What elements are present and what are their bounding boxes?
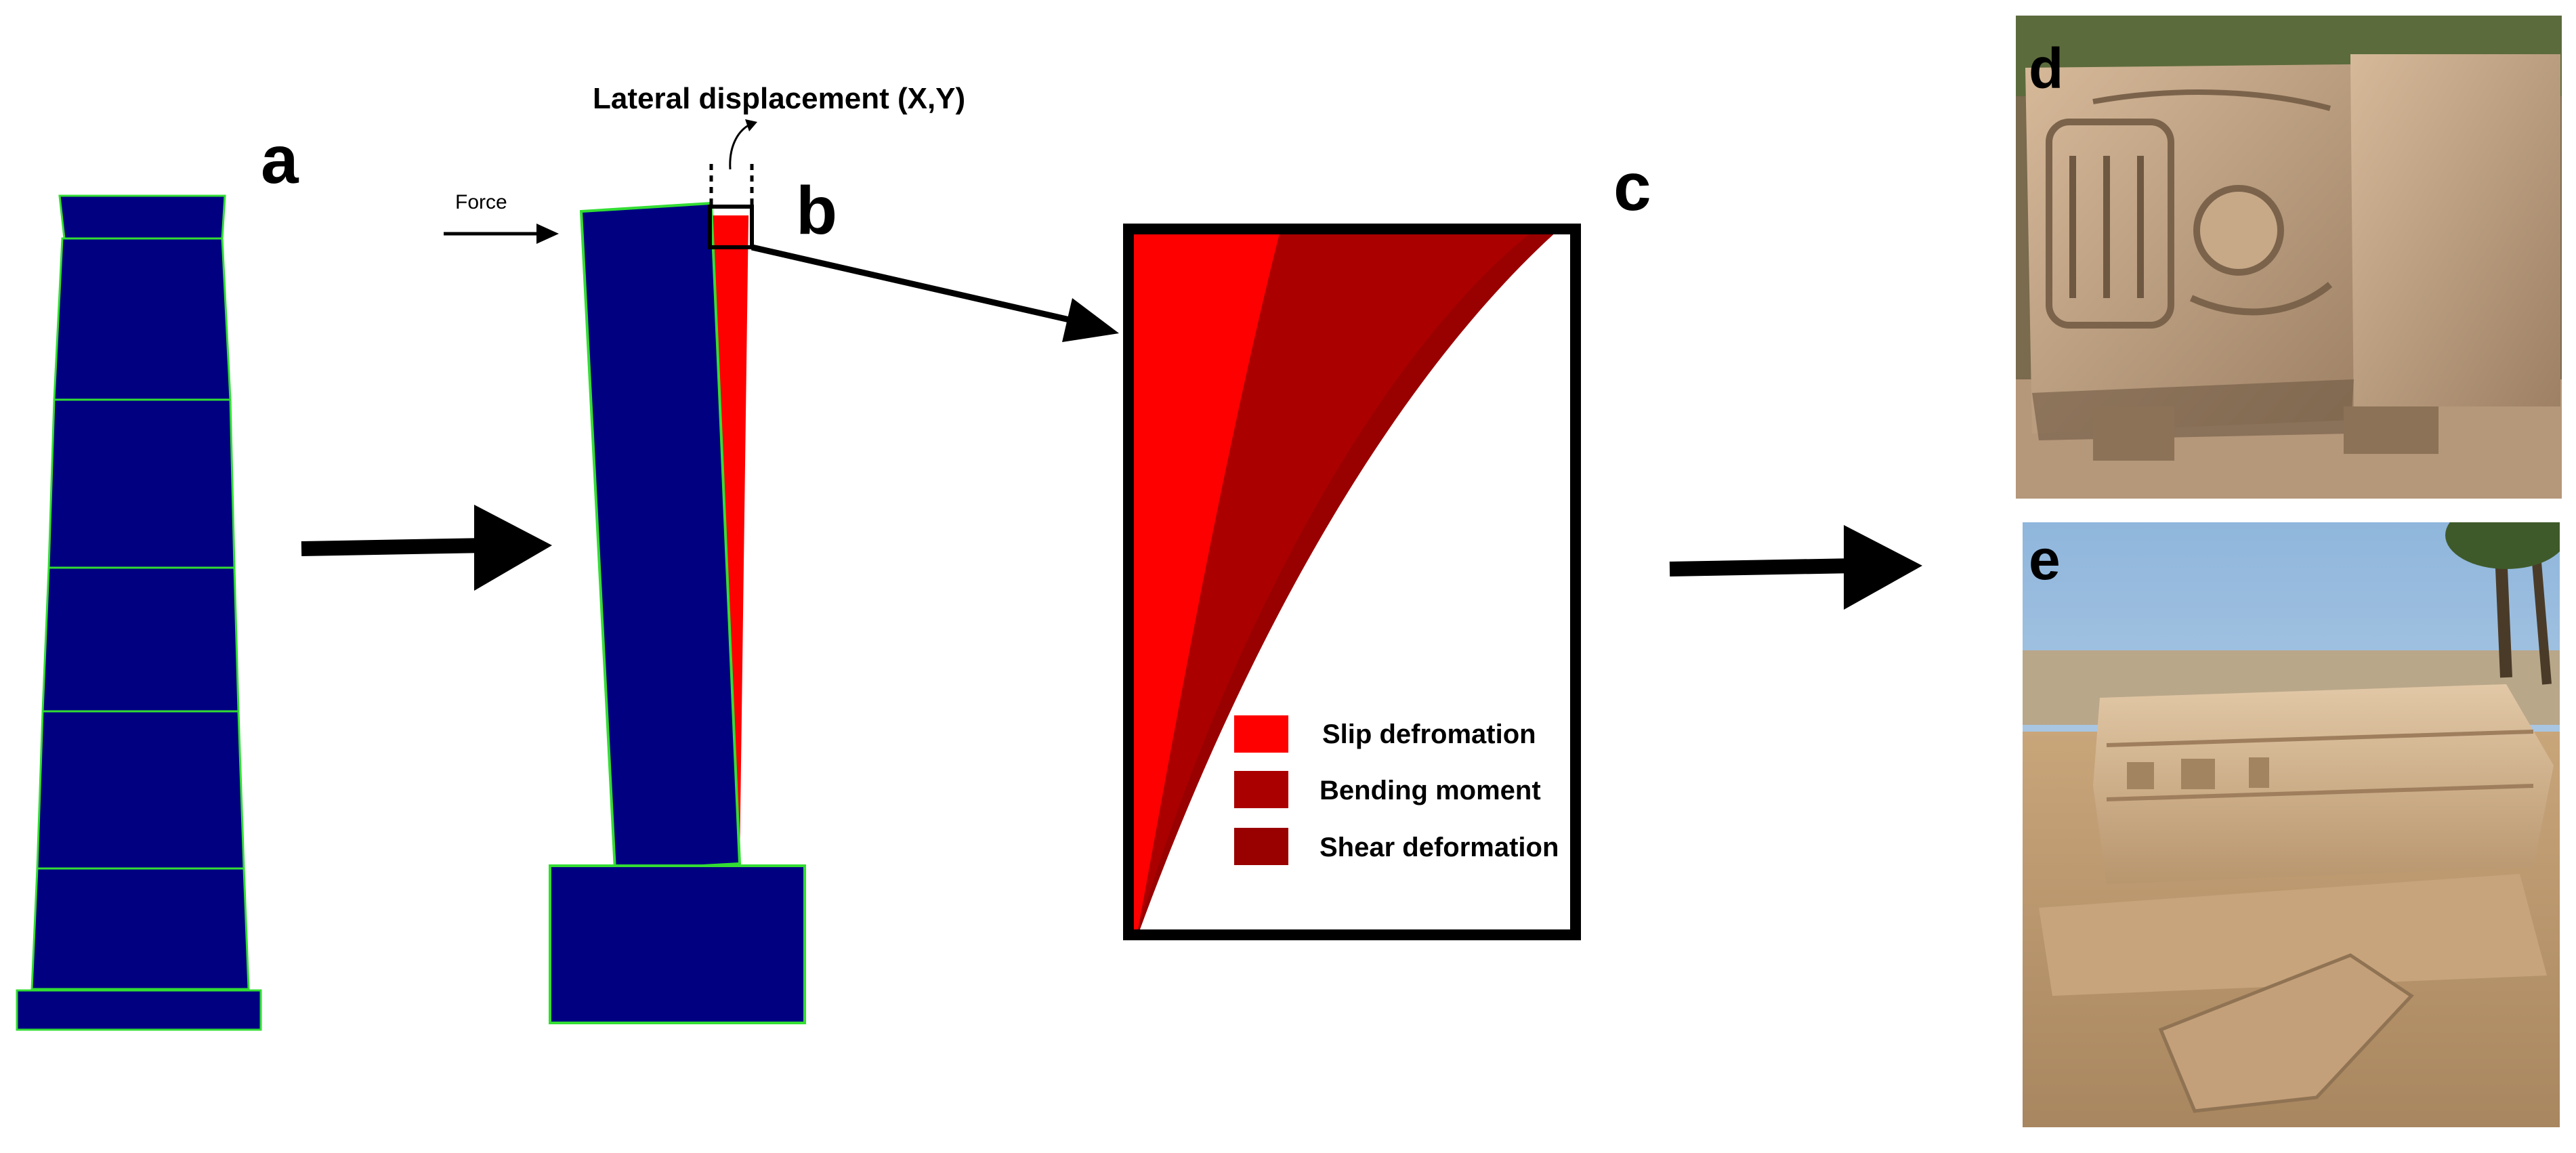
- legend-label-slip: Slip defromation: [1322, 719, 1536, 749]
- legend-label-bending: Bending moment: [1319, 776, 1541, 805]
- panel-label-a: a: [261, 122, 299, 198]
- column-base: [16, 989, 262, 1031]
- panel-a-column: [16, 194, 262, 1031]
- photo-d-frame: [2014, 14, 2563, 500]
- legend-swatch-bending: [1234, 771, 1288, 808]
- legend-swatch-slip: [1234, 715, 1288, 753]
- panel-c-deformation: [1123, 224, 1581, 940]
- detail-frame: [1123, 224, 1581, 940]
- panel-label-c: c: [1613, 149, 1651, 225]
- legend-label-shear: Shear deformation: [1319, 833, 1559, 862]
- slip-region: [1130, 230, 1280, 929]
- column-drum-1: [53, 237, 232, 401]
- panel-b-column: [549, 119, 806, 1024]
- photo-e-frame: [2021, 521, 2561, 1129]
- column-drum-4: [36, 710, 245, 870]
- panel-label-b: b: [796, 173, 837, 249]
- column-capital-block: [58, 194, 226, 240]
- displacement-wedge: [713, 215, 748, 864]
- tilted-column-shaft: [579, 201, 742, 873]
- tilted-column-base: [549, 864, 806, 1024]
- column-drum-2: [47, 398, 236, 569]
- photo-e: [2022, 522, 2560, 1128]
- force-arrow: [444, 224, 559, 244]
- column-drum-3: [41, 566, 240, 713]
- panel-label-d: d: [2029, 37, 2063, 100]
- column-drum-5: [30, 867, 250, 990]
- arrow-b-to-c: [751, 244, 1119, 342]
- arrow-c-to-photos: [1669, 525, 1922, 610]
- lateral-displacement-label: Lateral displacement (X,Y): [593, 82, 965, 115]
- panel-label-e: e: [2029, 528, 2061, 591]
- force-label: Force: [455, 191, 507, 213]
- arrow-a-to-b: [301, 505, 552, 591]
- photo-d: [2015, 15, 2562, 499]
- displacement-pointer: [729, 124, 749, 170]
- legend-swatch-shear: [1234, 828, 1288, 865]
- zoom-box: [708, 205, 754, 249]
